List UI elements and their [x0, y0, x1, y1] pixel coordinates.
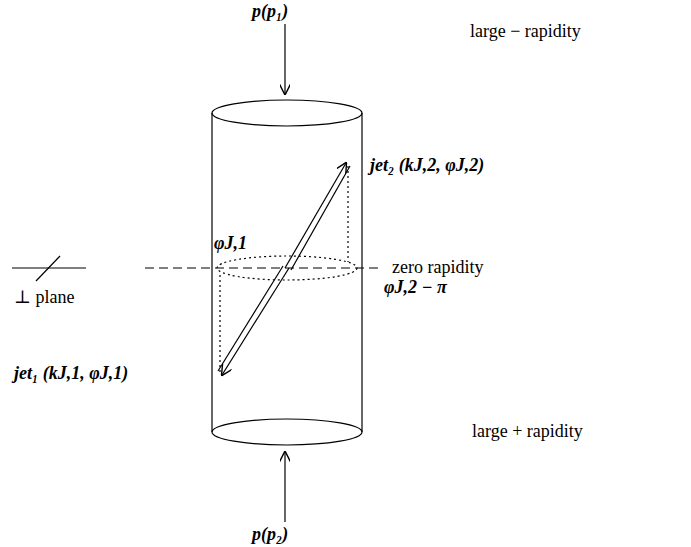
- jet-arrow: [285, 163, 346, 268]
- region-label: large − rapidity: [470, 22, 581, 42]
- plane-symbol: [36, 256, 60, 281]
- zero-rapidity-line: [145, 267, 380, 268]
- jet-arrow: [222, 268, 289, 375]
- jet-label: jet₂ (kJ,2, φJ,2): [370, 156, 484, 176]
- jet-arrow: [291, 166, 350, 270]
- jet-arrow: [218, 266, 283, 371]
- plane-label: ⊥ plane: [14, 288, 74, 308]
- beam-label: p(p₂): [252, 525, 288, 545]
- cylinder-bottom: [212, 419, 362, 445]
- cylinder-side: [361, 113, 362, 432]
- jet-label: jet₁ (kJ,1, φJ,1): [14, 364, 128, 384]
- cylinder-side: [211, 113, 212, 432]
- beam-arrow: [284, 452, 285, 522]
- projection-line: [219, 274, 220, 372]
- angle-label: φJ,1: [214, 234, 247, 254]
- angle-label: φJ,2 − π: [384, 278, 447, 298]
- cylinder-top: [212, 100, 362, 126]
- beam-arrow: [284, 24, 285, 94]
- region-label: zero rapidity: [392, 258, 483, 278]
- beam-label: p(p₁): [252, 2, 288, 22]
- region-label: large + rapidity: [472, 422, 583, 442]
- projection-line: [347, 166, 348, 262]
